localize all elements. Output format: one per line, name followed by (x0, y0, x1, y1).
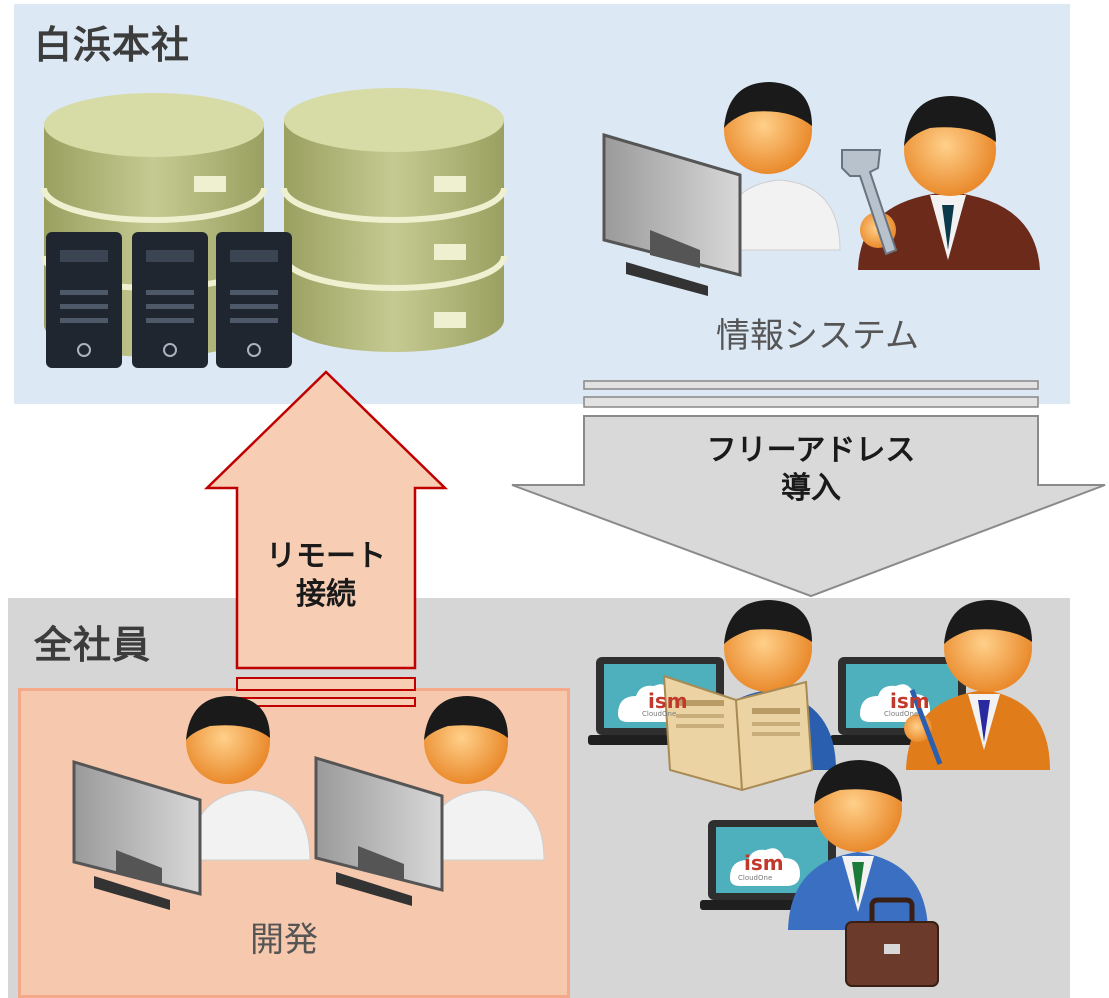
it-staff-user-icon (719, 82, 841, 251)
remote-connection-label-line2: 接続 (296, 576, 356, 612)
wrench-icon (841, 149, 898, 256)
free-address-arrow (511, 380, 1106, 598)
all-staff-title: 全社員 (34, 623, 152, 667)
server-icon (132, 232, 208, 368)
database-icon (281, 88, 507, 352)
free-address-label-line2: 導入 (781, 470, 841, 506)
laptop-logo-brand: ism (648, 689, 688, 713)
laptop-logo-sub: CloudOne (738, 874, 772, 882)
hq-title: 白浜本社 (34, 23, 191, 67)
free-address-label-line1: フリーアドレス (706, 433, 916, 468)
laptop-logo-sub: CloudOne (642, 710, 676, 718)
writer-staff-icon (904, 600, 1050, 770)
developer-icon (186, 696, 311, 861)
dev-caption: 開発 (250, 920, 318, 960)
monitor-icon (314, 755, 444, 906)
newspaper-icon (662, 674, 814, 792)
server-icon (216, 232, 292, 368)
laptop-icon (700, 820, 844, 910)
remote-connection-label-line1: リモート (266, 539, 386, 574)
engineer-icon (858, 96, 1040, 270)
developer-icon (423, 696, 545, 861)
it-department-caption: 情報システム (716, 316, 919, 356)
laptop-logo-sub: CloudOne (884, 710, 918, 718)
free-address-label: フリーアドレス 導入 (584, 432, 1038, 507)
remote-connection-label: リモート 接続 (237, 538, 415, 613)
businessman-icon (788, 760, 928, 930)
laptop-logo-brand: ism (890, 689, 930, 713)
server-icon (46, 232, 122, 368)
briefcase-icon (845, 897, 939, 987)
remote-connection-arrow (203, 370, 449, 707)
laptop-logo-brand: ism (744, 851, 784, 875)
monitor-icon (602, 132, 742, 296)
monitor-icon (72, 759, 202, 910)
